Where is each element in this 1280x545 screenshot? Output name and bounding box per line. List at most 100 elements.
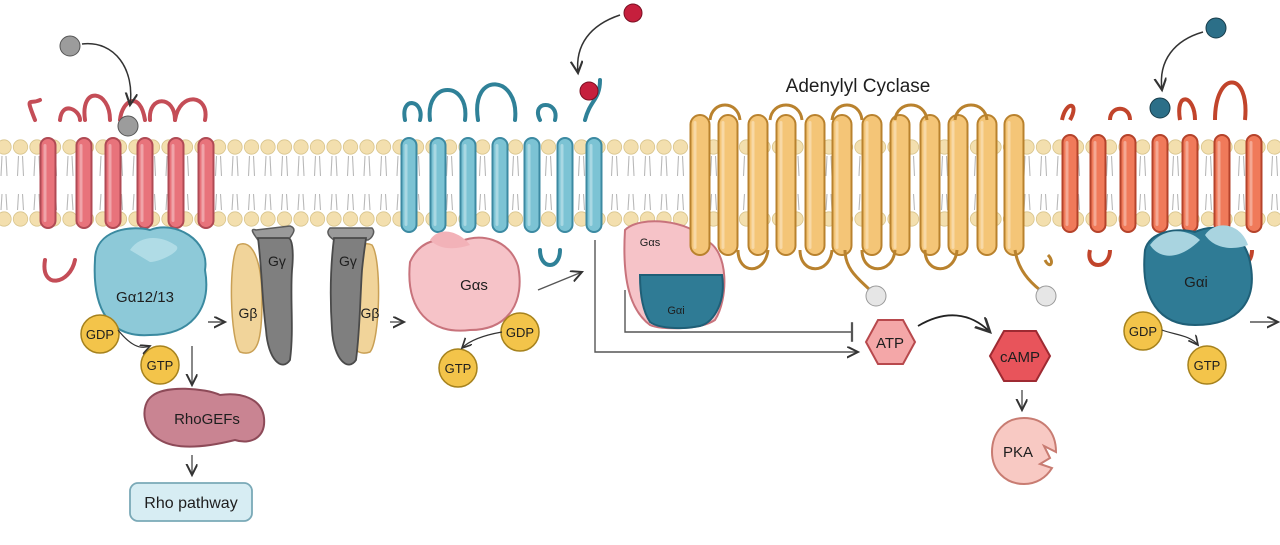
lipid-head — [293, 139, 309, 155]
lipid-tail — [577, 155, 586, 211]
cell-membrane — [0, 139, 1280, 227]
lipid-head — [12, 211, 29, 227]
cyclase-helix — [775, 114, 797, 256]
lipid-head — [243, 139, 260, 155]
cyclase-bound-ligand-1 — [865, 285, 887, 307]
orange-helix-highlight — [1093, 141, 1097, 226]
red-helix-highlight — [171, 144, 175, 222]
cyclase-helix-highlight — [835, 121, 839, 249]
red-helix-highlight — [79, 144, 83, 222]
orange-helix — [1151, 134, 1169, 233]
lipid-tail — [363, 155, 371, 211]
lipid-tail — [247, 155, 256, 211]
lipid-tail — [610, 155, 619, 211]
lipid-head — [672, 139, 689, 155]
lipid-head — [1035, 139, 1052, 155]
blue-helix-highlight — [589, 144, 593, 226]
lipid-head — [342, 211, 359, 227]
g-gamma-right-label: Gγ — [339, 253, 357, 269]
red-helix — [197, 137, 215, 229]
lipid-head — [1167, 211, 1184, 227]
atp-hexagon: ATP — [864, 319, 917, 365]
red-helix — [75, 137, 93, 229]
receptor-g12-13 — [27, 93, 215, 283]
lipid-head — [12, 139, 29, 155]
lipid-tail — [660, 155, 668, 211]
gtp-right-label: GTP — [1194, 358, 1221, 373]
gtp-left-label: GTP — [147, 358, 174, 373]
red-helix — [104, 137, 122, 229]
cyclase-helix-highlight — [808, 121, 812, 249]
cyclase-helix-highlight — [980, 121, 984, 249]
pka-label: PKA — [1003, 444, 1033, 461]
rho-pathway-box: Rho pathway — [129, 482, 253, 522]
red-helix-highlight — [43, 144, 47, 222]
orange-helix-highlight — [1155, 141, 1159, 226]
cyclase-helix — [889, 114, 911, 256]
gdp-left-label: GDP — [86, 327, 114, 342]
orange-helix — [1181, 134, 1199, 233]
lipid-head — [260, 211, 276, 227]
blue-helix-highlight — [433, 144, 437, 226]
g-beta-right-label: Gβ — [361, 305, 380, 321]
red-helix — [136, 137, 154, 229]
lipid-tail — [297, 155, 305, 211]
nucleotides: GDP GTP GDP GTP GDP GTP — [80, 311, 1227, 388]
lipid-head — [507, 139, 524, 155]
pathway-arrows — [192, 240, 1278, 475]
gtp-mid-badge — [438, 348, 478, 388]
blue-helix — [523, 137, 541, 233]
orange-helix — [1245, 134, 1263, 233]
lipid-tail — [511, 155, 520, 211]
gtp-mid-label: GTP — [445, 361, 472, 376]
cyclase-helix-highlight — [893, 121, 897, 249]
cyclase-helix — [861, 114, 883, 256]
lipid-head — [623, 139, 639, 155]
lipid-head — [606, 139, 623, 155]
g-beta-gamma-right: Gβ Gγ — [327, 227, 380, 366]
lipid-tail — [627, 155, 635, 211]
lipid-head — [375, 211, 392, 227]
blue-helix-highlight — [404, 144, 408, 226]
lipid-head — [326, 139, 342, 155]
lipid-head — [606, 211, 623, 227]
lipid-head — [0, 139, 12, 155]
orange-helix — [1119, 134, 1137, 233]
lipid-head — [276, 139, 293, 155]
lipid-tail — [445, 155, 454, 211]
lipid-head — [62, 211, 78, 227]
lipid-head — [342, 139, 359, 155]
camp-hexagon: cAMP — [988, 330, 1052, 382]
orange-helix-highlight — [1065, 141, 1069, 226]
lipid-head — [243, 211, 260, 227]
lipid-tail — [231, 155, 239, 211]
lipid-head — [309, 211, 326, 227]
lipid-tail — [709, 155, 718, 211]
cyclase-helix-highlight — [751, 121, 755, 249]
lipid-tail — [1105, 155, 1114, 211]
adenylyl-cyclase: Adenylyl Cyclase — [689, 76, 1057, 307]
lipid-tail — [1237, 155, 1246, 211]
red-helix-highlight — [140, 144, 144, 222]
lipid-head — [62, 139, 78, 155]
lipid-tail — [346, 155, 355, 211]
orange-helix — [1061, 134, 1079, 233]
orange-helix-highlight — [1217, 141, 1221, 226]
lipid-head — [0, 211, 12, 227]
g-alpha-i-small-label: Gαi — [667, 305, 684, 317]
lipid-head — [309, 139, 326, 155]
blue-helix — [459, 137, 477, 233]
blue-helix — [556, 137, 574, 233]
g-gamma-left-label: Gγ — [268, 253, 286, 269]
red-helix — [39, 137, 57, 229]
gdp-mid-label: GDP — [506, 325, 534, 340]
g-alpha-s-label: Gαs — [460, 277, 488, 294]
cyclase-helix — [804, 114, 826, 256]
lipid-tail — [313, 155, 322, 211]
lipid-tail — [1270, 155, 1279, 211]
lipid-tail — [544, 155, 553, 211]
orange-helix-highlight — [1123, 141, 1127, 226]
lipid-head — [227, 211, 243, 227]
lipid-tail — [1204, 155, 1213, 211]
lipid-head — [656, 139, 672, 155]
